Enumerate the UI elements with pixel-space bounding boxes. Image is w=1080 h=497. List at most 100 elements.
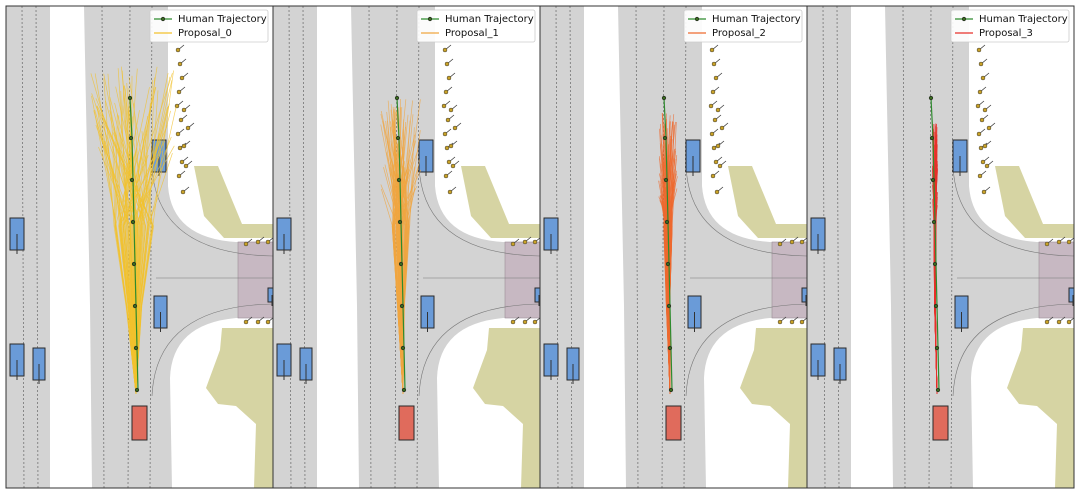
- pedestrian: [522, 239, 528, 245]
- lane-line: [902, 6, 906, 488]
- ego-vehicle: [131, 405, 148, 441]
- legend-label-human: Human Trajectory: [712, 14, 801, 25]
- pedestrian: [448, 107, 454, 113]
- pedestrian: [799, 319, 805, 325]
- legend-marker-human: [427, 16, 433, 22]
- turn-lane-line: [685, 165, 807, 257]
- legend-label-proposal: Proposal_0: [178, 28, 232, 39]
- walkway-lower: [473, 328, 540, 488]
- pedestrian: [980, 75, 986, 81]
- trajectory-point: [665, 261, 671, 267]
- pedestrian: [714, 189, 720, 195]
- trajectory-point: [933, 303, 939, 309]
- pedestrian: [982, 107, 988, 113]
- pedestrian: [447, 189, 453, 195]
- pedestrian: [975, 103, 981, 109]
- panel-frame: [806, 5, 1075, 489]
- legend-box: [950, 9, 1070, 43]
- pedestrian: [522, 319, 528, 325]
- ego-vehicle: [932, 405, 949, 441]
- trajectory-point: [929, 135, 935, 141]
- pedestrian: [441, 103, 447, 109]
- pedestrian: [777, 241, 783, 247]
- pedestrian: [984, 163, 990, 169]
- legend-marker-human: [961, 16, 967, 22]
- trajectory-point: [128, 135, 134, 141]
- pedestrian: [1066, 239, 1072, 245]
- lane-line: [101, 6, 105, 488]
- pedestrian: [179, 159, 185, 165]
- legend-marker-human: [694, 16, 700, 22]
- walkway-upper: [995, 166, 1074, 238]
- turn-lane-line: [685, 303, 807, 397]
- proposal-trajectory: [394, 112, 404, 395]
- pedestrian: [448, 143, 454, 149]
- turn-lane-line: [151, 303, 273, 397]
- scene-map: [807, 6, 1074, 488]
- pedestrian: [977, 89, 983, 95]
- pedestrian: [175, 131, 181, 137]
- crosswalk: [237, 241, 273, 319]
- pedestrian: [1056, 319, 1062, 325]
- lane-line: [683, 6, 687, 488]
- pedestrian: [265, 319, 271, 325]
- pedestrian: [443, 173, 449, 179]
- pedestrian: [711, 61, 717, 67]
- pedestrian: [789, 239, 795, 245]
- pedestrian: [175, 47, 181, 53]
- pedestrian: [709, 131, 715, 137]
- trajectory-point: [397, 219, 403, 225]
- pedestrian: [710, 89, 716, 95]
- pedestrian: [715, 107, 721, 113]
- scene-map: [540, 6, 807, 488]
- pedestrian: [178, 117, 184, 123]
- ego-vehicle: [398, 405, 415, 441]
- legend-marker-human: [160, 16, 166, 22]
- trajectory-point: [131, 261, 137, 267]
- trajectory-point: [401, 387, 407, 393]
- trajectory-point: [396, 177, 402, 183]
- trajectory-point: [399, 303, 405, 309]
- pedestrian: [442, 47, 448, 53]
- trajectory-point: [668, 387, 674, 393]
- crosswalk: [1038, 241, 1074, 319]
- trajectory-point: [667, 345, 673, 351]
- trajectory-point: [133, 345, 139, 351]
- proposal-trajectory: [398, 141, 404, 395]
- pedestrian: [177, 145, 183, 151]
- trajectory-point: [132, 303, 138, 309]
- pedestrian: [180, 189, 186, 195]
- proposal-trajectory: [120, 90, 137, 395]
- pedestrian: [799, 239, 805, 245]
- pedestrian: [978, 145, 984, 151]
- lane-line: [950, 6, 954, 488]
- turn-lane-line: [952, 303, 1074, 397]
- pedestrian: [719, 125, 725, 131]
- pedestrian: [255, 239, 261, 245]
- pedestrian: [174, 103, 180, 109]
- pedestrian: [980, 159, 986, 165]
- pedestrian: [510, 241, 516, 247]
- pedestrian: [445, 117, 451, 123]
- pedestrian: [1056, 239, 1062, 245]
- pedestrian: [176, 173, 182, 179]
- turn-lane-line: [418, 165, 540, 257]
- walkway-lower: [740, 328, 807, 488]
- legend-label-human: Human Trajectory: [178, 14, 267, 25]
- trajectory-point: [129, 177, 135, 183]
- scene-map: [6, 6, 273, 488]
- walkway-lower: [206, 328, 273, 488]
- pedestrian: [181, 107, 187, 113]
- pedestrian: [179, 75, 185, 81]
- pedestrian: [981, 189, 987, 195]
- proposal-trajectory: [662, 154, 671, 395]
- pedestrian: [443, 89, 449, 95]
- trajectory-point: [398, 261, 404, 267]
